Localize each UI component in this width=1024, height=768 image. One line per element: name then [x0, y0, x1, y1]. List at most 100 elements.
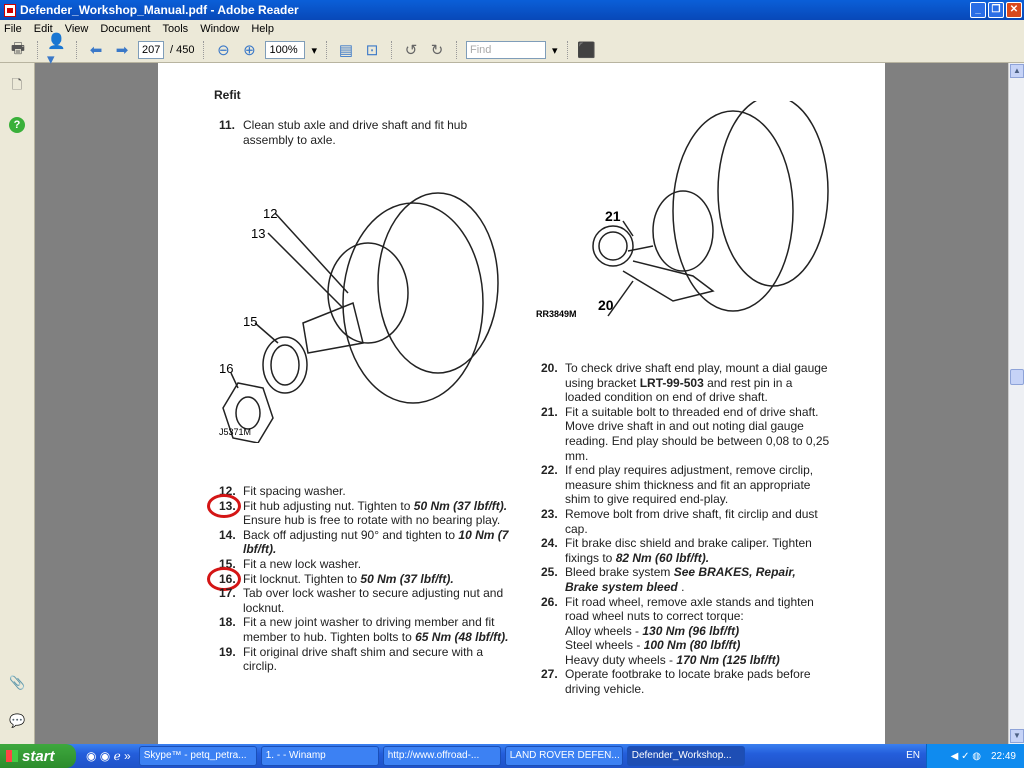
vertical-scrollbar[interactable]: ▲ ▼ [1008, 63, 1024, 744]
text-segment: . [677, 579, 685, 594]
torque-value: 10 Nm (7 lbf/ft). [243, 527, 509, 557]
step-text: Remove bolt from drive shaft, fit circli… [565, 507, 831, 536]
menu-window[interactable]: Window [200, 23, 240, 35]
taskbar-item-winamp[interactable]: 1. - - Winamp [260, 746, 379, 766]
minimize-button[interactable]: _ [970, 2, 986, 18]
menu-tools[interactable]: Tools [162, 23, 189, 35]
text-segment: Fit original drive shaft shim and secure… [243, 644, 484, 674]
list-item: 19.Fit original drive shaft shim and sec… [219, 645, 509, 674]
list-item: 21.Fit a suitable bolt to threaded end o… [541, 405, 831, 463]
text-segment: Fit a suitable bolt to threaded end of d… [565, 404, 830, 463]
step-text: Back off adjusting nut 90° and tighten t… [243, 528, 509, 557]
step-text: Fit hub adjusting nut. Tighten to 50 Nm … [243, 499, 509, 528]
text-segment: Tab over lock washer to secure adjusting… [243, 586, 504, 615]
adobe-online-icon[interactable]: ⬛ [577, 42, 596, 59]
step-number: 22. [541, 463, 558, 478]
step-text: Fit spacing washer. [243, 484, 509, 499]
torque-value: 50 Nm (37 lbf/ft). [413, 498, 508, 513]
page-number-input[interactable]: 207 [138, 41, 164, 59]
rotate-right-icon[interactable]: ↻ [430, 42, 444, 59]
print-icon[interactable]: 🖶 [10, 39, 26, 57]
list-item: 15.Fit a new lock washer. [219, 557, 509, 572]
taskbar-item-folder[interactable]: LAND ROVER DEFEN... [504, 746, 623, 766]
previous-page-icon[interactable]: ⬅ [89, 42, 103, 59]
pages-icon[interactable]: 🗋 [11, 77, 23, 92]
fit-page-icon[interactable]: ⊡ [365, 42, 379, 59]
menu-view[interactable]: View [64, 23, 89, 35]
separator [37, 41, 38, 59]
callout-21: 21 [605, 208, 621, 224]
list-item: 20.To check drive shaft end play, mount … [541, 361, 831, 405]
taskbar-item-skype[interactable]: Skype™ - petq_petra... [138, 746, 257, 766]
taskbar: start ◉ ◉ ℯ » Skype™ - petq_petra... 1. … [0, 744, 1024, 768]
torque-value: 50 Nm (37 lbf/ft). [360, 571, 454, 586]
text-segment: and rest pin in a loaded condition on en… [565, 375, 793, 405]
attachments-icon[interactable]: 📎 [9, 675, 26, 690]
window-title: Defender_Workshop_Manual.pdf - Adobe Rea… [20, 3, 299, 17]
comments-icon[interactable]: 💬 [9, 713, 26, 728]
tray-icons[interactable]: ◀ ✓ ◍ [950, 750, 981, 762]
menu-file[interactable]: File [4, 23, 22, 35]
zoom-in-icon[interactable]: ⊕ [243, 42, 256, 59]
menu-help[interactable]: Help [251, 23, 274, 35]
step-number: 14. [219, 527, 236, 542]
scroll-down-icon[interactable]: ▼ [1010, 729, 1024, 743]
page-total: / 450 [170, 44, 195, 56]
text-segment: Heavy duty wheels - [565, 652, 677, 667]
start-button[interactable]: start [0, 744, 76, 768]
torque-value: See BRAKES, Repair, Brake system bleed [565, 565, 796, 594]
zoom-out-icon[interactable]: ⊖ [217, 42, 230, 59]
list-item: 18.Fit a new joint washer to driving mem… [219, 615, 509, 644]
zoom-select[interactable]: 100% [265, 41, 306, 59]
step-text: Fit a new lock washer. [243, 557, 509, 572]
taskbar-item-adobe-reader[interactable]: Defender_Workshop... [626, 746, 745, 766]
menu-document[interactable]: Document [100, 23, 151, 35]
text-segment: Operate footbrake to locate brake pads b… [565, 667, 811, 697]
pdf-app-icon [4, 3, 16, 17]
chevron-down-icon[interactable]: ▾ [311, 44, 317, 57]
text-segment: Fit road wheel, remove axle stands and t… [565, 594, 814, 624]
separator [76, 41, 77, 59]
text-segment: Fit hub adjusting nut. Tighten to [243, 498, 414, 513]
next-page-icon[interactable]: ➡ [115, 42, 129, 59]
text-segment: Fit spacing washer. [243, 484, 346, 498]
text-segment: Steel wheels - [565, 638, 644, 653]
language-indicator[interactable]: EN [906, 750, 920, 761]
pdf-page: Refit 11. Clean stub axle and drive shaf… [158, 63, 885, 744]
scroll-up-icon[interactable]: ▲ [1010, 64, 1024, 78]
step-text: Fit brake disc shield and brake caliper.… [565, 536, 831, 565]
close-button[interactable]: ✕ [1006, 2, 1022, 18]
title-bar: Defender_Workshop_Manual.pdf - Adobe Rea… [0, 0, 1024, 20]
step-number: 11. [219, 118, 236, 132]
section-heading: Refit [214, 88, 241, 102]
list-item: 12.Fit spacing washer. [219, 484, 509, 499]
separator [391, 41, 392, 59]
torque-value: 82 Nm (60 lbf/ft). [615, 550, 710, 565]
rotate-left-icon[interactable]: ↺ [404, 42, 418, 59]
torque-value: 170 Nm (125 lbf/ft) [676, 652, 780, 667]
menu-edit[interactable]: Edit [33, 23, 53, 35]
figure-code: RR3849M [536, 309, 577, 319]
callout-13: 13 [251, 226, 265, 241]
navigation-panel: 🗋 ? 📎 💬 [0, 63, 35, 744]
quick-launch-icons[interactable]: ◉ ◉ ℯ » [86, 749, 131, 763]
scroll-thumb[interactable] [1010, 369, 1024, 385]
list-item: 25.Bleed brake system See BRAKES, Repair… [541, 565, 831, 594]
toolbar: 🖶 👤▾ ⬅ ➡ 207 / 450 ⊖ ⊕ 100% ▾ ▤ ⊡ ↺ ↻ Fi… [0, 33, 1024, 68]
collaborate-icon[interactable]: 👤▾ [47, 33, 66, 68]
torque-value: 65 Nm (48 lbf/ft). [415, 629, 509, 644]
fit-width-icon[interactable]: ▤ [338, 42, 354, 59]
step-number: 17. [219, 586, 236, 601]
find-dropdown-icon[interactable]: ▾ [552, 44, 558, 57]
step-text: Fit road wheel, remove axle stands and t… [565, 595, 831, 668]
step-number: 27. [541, 667, 558, 682]
find-input[interactable]: Find [466, 41, 546, 59]
menu-bar: File Edit View Document Tools Window Hel… [0, 20, 1024, 38]
left-column-steps: 12.Fit spacing washer.13.Fit hub adjusti… [207, 484, 509, 674]
step-text: Fit a suitable bolt to threaded end of d… [565, 405, 831, 463]
step-number: 18. [219, 615, 236, 630]
help-icon[interactable]: ? [9, 117, 25, 133]
taskbar-item-browser[interactable]: http://www.offroad-... [382, 746, 501, 766]
text-segment: Alloy wheels - [565, 623, 643, 638]
maximize-button[interactable]: ❐ [988, 2, 1004, 18]
